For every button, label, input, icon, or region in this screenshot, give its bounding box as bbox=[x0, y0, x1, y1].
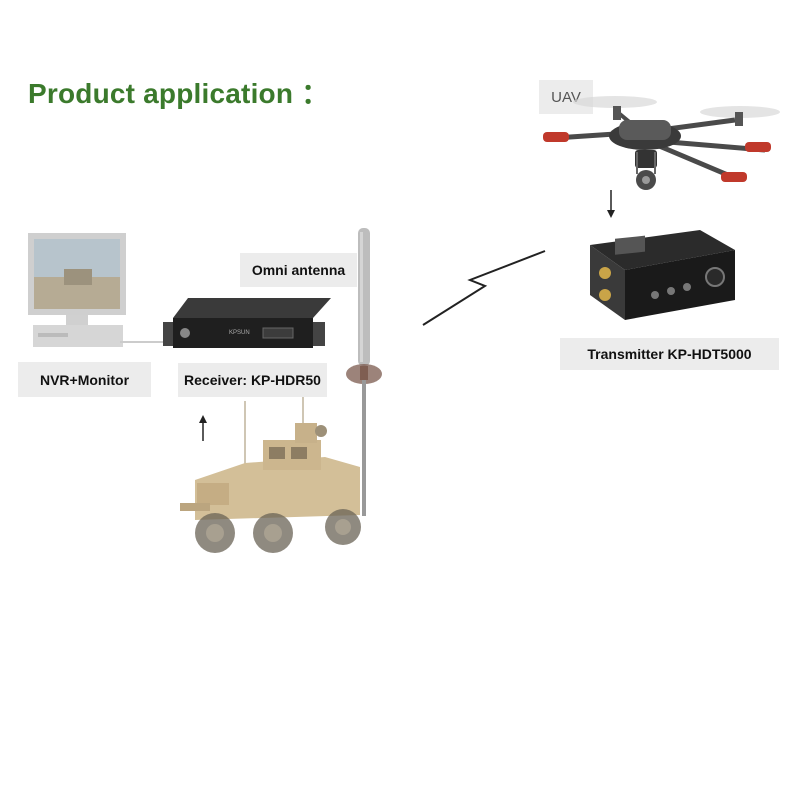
antenna-icon bbox=[346, 228, 382, 516]
monitor-icon bbox=[28, 233, 126, 347]
omni-antenna-label: Omni antenna bbox=[240, 253, 357, 287]
receiver-label: Receiver: KP-HDR50 bbox=[178, 363, 327, 397]
nvr-monitor-label: NVR+Monitor bbox=[18, 362, 151, 397]
vehicle-icon bbox=[180, 397, 361, 553]
wireless-link-icon bbox=[422, 250, 546, 326]
page-title: Product application ： bbox=[28, 78, 330, 109]
drone-icon bbox=[543, 96, 780, 190]
receiver-brand: KPSUN bbox=[229, 330, 250, 336]
transmitter-device bbox=[590, 230, 735, 320]
arrow-up-icon bbox=[199, 415, 207, 441]
arrow-down-icon bbox=[607, 190, 615, 218]
receiver-rack: KPSUN bbox=[163, 298, 331, 348]
transmitter-label: Transmitter KP-HDT5000 bbox=[560, 338, 779, 370]
cable-line bbox=[120, 341, 168, 343]
